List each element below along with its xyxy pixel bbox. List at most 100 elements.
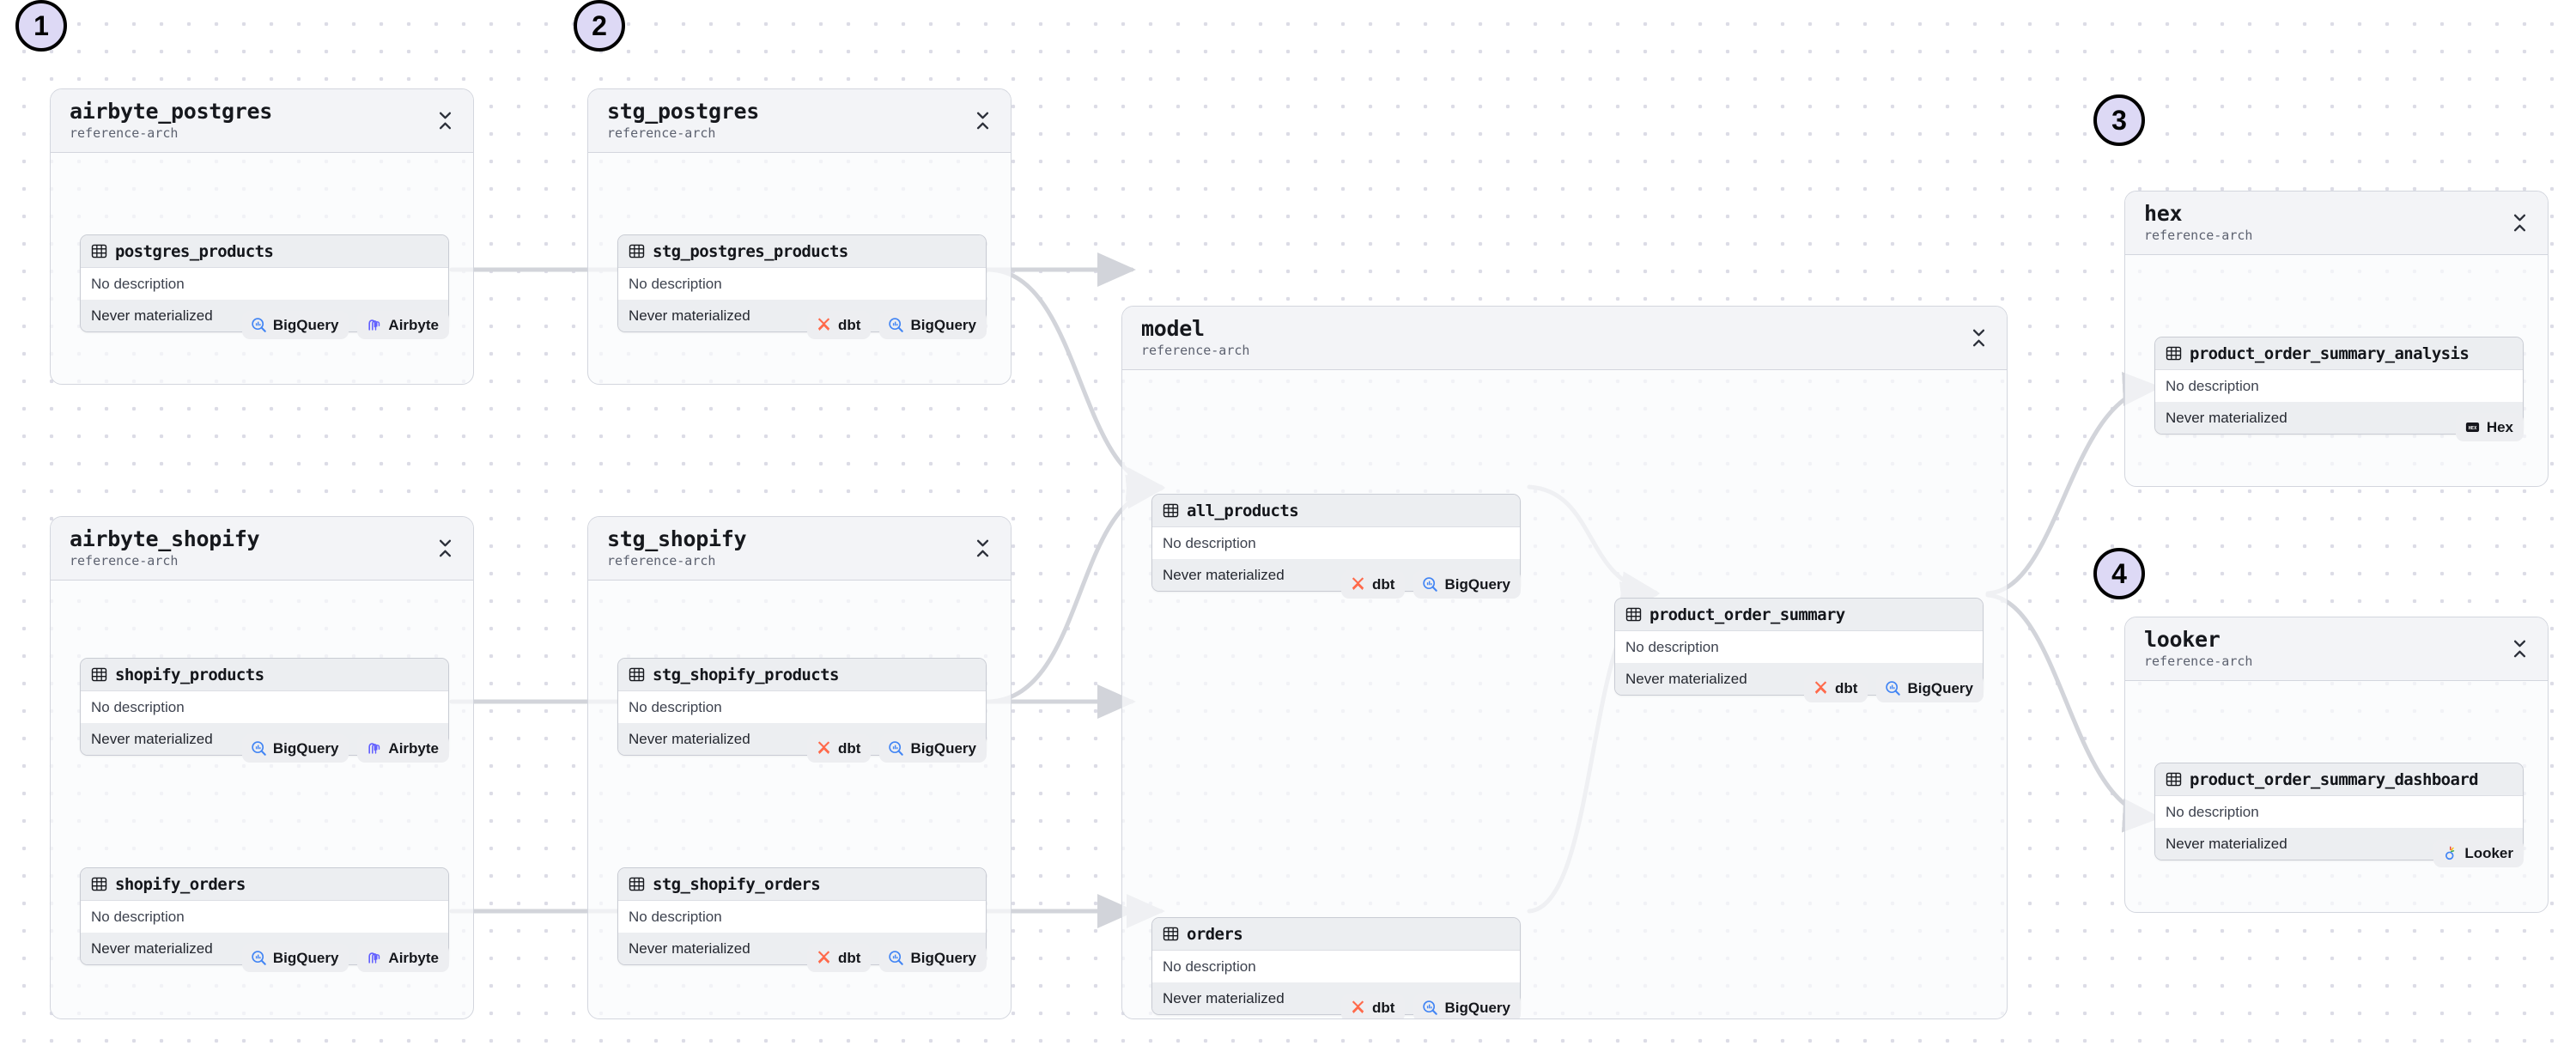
tag-airbyte[interactable]: Airbyte: [357, 311, 449, 339]
tag-dbt[interactable]: dbt: [807, 311, 872, 339]
tag-bigquery[interactable]: BigQuery: [879, 311, 987, 339]
asset-node-header[interactable]: stg_shopify_orders: [618, 868, 986, 901]
dbt-icon: [817, 318, 830, 331]
tag-bigquery[interactable]: BigQuery: [879, 944, 987, 972]
asset-node-header[interactable]: orders: [1152, 918, 1520, 951]
asset-node-header[interactable]: product_order_summary: [1615, 599, 1983, 631]
group-subtitle: reference-arch: [607, 552, 716, 568]
tag-label: BigQuery: [910, 949, 976, 966]
table-icon: [91, 244, 107, 258]
tag-dbt[interactable]: dbt: [1341, 570, 1406, 599]
tag-bigquery[interactable]: BigQuery: [241, 311, 349, 339]
tag-label: dbt: [1372, 575, 1395, 593]
step-badge-3: 3: [2093, 94, 2145, 146]
table-icon: [1625, 607, 1642, 622]
collapse-icon[interactable]: [435, 110, 454, 132]
asset-node-name: orders: [1187, 924, 1243, 944]
collapse-icon[interactable]: [1969, 327, 1988, 350]
asset-node-header[interactable]: stg_postgres_products: [618, 235, 986, 268]
tag-bigquery[interactable]: BigQuery: [241, 734, 349, 763]
bigquery-icon: [252, 318, 266, 332]
tag-dbt[interactable]: dbt: [1341, 994, 1406, 1018]
asset-node-name: postgres_products: [115, 241, 274, 261]
asset-node-header[interactable]: product_order_summary_dashboard: [2155, 763, 2523, 796]
asset-tags-product_order_summary_dashboard: Looker: [2154, 839, 2524, 867]
asset-tags-stg_shopify_products: dbt BigQuery: [617, 734, 987, 763]
tag-bigquery[interactable]: BigQuery: [879, 734, 987, 763]
collapse-icon[interactable]: [973, 538, 992, 560]
tag-label: BigQuery: [272, 316, 339, 333]
tag-label: BigQuery: [910, 316, 976, 333]
asset-node-header[interactable]: all_products: [1152, 495, 1520, 527]
asset-tags-all_products: dbt BigQuery: [1151, 570, 1521, 599]
asset-node-name: shopify_products: [115, 665, 264, 684]
asset-node-header[interactable]: product_order_summary_analysis: [2155, 337, 2523, 370]
group-title: model: [1141, 315, 1205, 341]
tag-bigquery[interactable]: BigQuery: [1876, 674, 1984, 702]
table-icon: [1163, 503, 1179, 518]
dbt-icon: [1352, 577, 1364, 590]
table-icon: [2166, 346, 2182, 361]
step-badge-2: 2: [574, 0, 625, 52]
asset-tags-orders: dbt BigQuery: [1151, 994, 1521, 1018]
tag-looker[interactable]: Looker: [2433, 839, 2524, 867]
asset-node-header[interactable]: stg_shopify_products: [618, 659, 986, 691]
bigquery-icon: [889, 741, 904, 756]
tag-label: BigQuery: [1444, 575, 1510, 593]
collapse-icon[interactable]: [435, 538, 454, 560]
table-icon: [629, 877, 645, 891]
group-title: stg_shopify: [607, 526, 747, 551]
svg-text:HEX: HEX: [2469, 426, 2477, 431]
looker-icon: [2445, 846, 2455, 860]
asset-tags-postgres_products: BigQuery Airbyte: [80, 311, 449, 339]
step-badge-1: 1: [15, 0, 67, 52]
asset-tags-stg_shopify_orders: dbt BigQuery: [617, 944, 987, 972]
tag-bigquery[interactable]: BigQuery: [1413, 570, 1521, 599]
airbyte-icon: [368, 319, 380, 331]
tag-dbt[interactable]: dbt: [807, 944, 872, 972]
asset-node-name: product_order_summary_dashboard: [2190, 769, 2479, 789]
tag-dbt[interactable]: dbt: [807, 734, 872, 763]
group-subtitle: reference-arch: [2144, 227, 2253, 243]
tag-bigquery[interactable]: BigQuery: [241, 944, 349, 972]
tag-airbyte[interactable]: Airbyte: [357, 944, 449, 972]
asset-node-header[interactable]: shopify_orders: [81, 868, 448, 901]
tag-airbyte[interactable]: Airbyte: [357, 734, 449, 763]
collapse-icon[interactable]: [973, 110, 992, 132]
asset-tags-product_order_summary: dbt BigQuery: [1614, 674, 1984, 702]
collapse-icon[interactable]: [2510, 212, 2529, 234]
asset-node-name: stg_postgres_products: [653, 241, 848, 261]
bigquery-icon: [252, 741, 266, 756]
tag-bigquery[interactable]: BigQuery: [1413, 994, 1521, 1018]
tag-label: dbt: [838, 739, 861, 757]
dbt-icon: [817, 741, 830, 754]
bigquery-icon: [1423, 1000, 1438, 1015]
asset-node-header[interactable]: shopify_products: [81, 659, 448, 691]
tag-dbt[interactable]: dbt: [1804, 674, 1868, 702]
tag-label: Airbyte: [388, 739, 439, 757]
collapse-icon[interactable]: [2510, 638, 2529, 660]
tag-label: Looker: [2464, 844, 2513, 861]
asset-node-header[interactable]: postgres_products: [81, 235, 448, 268]
